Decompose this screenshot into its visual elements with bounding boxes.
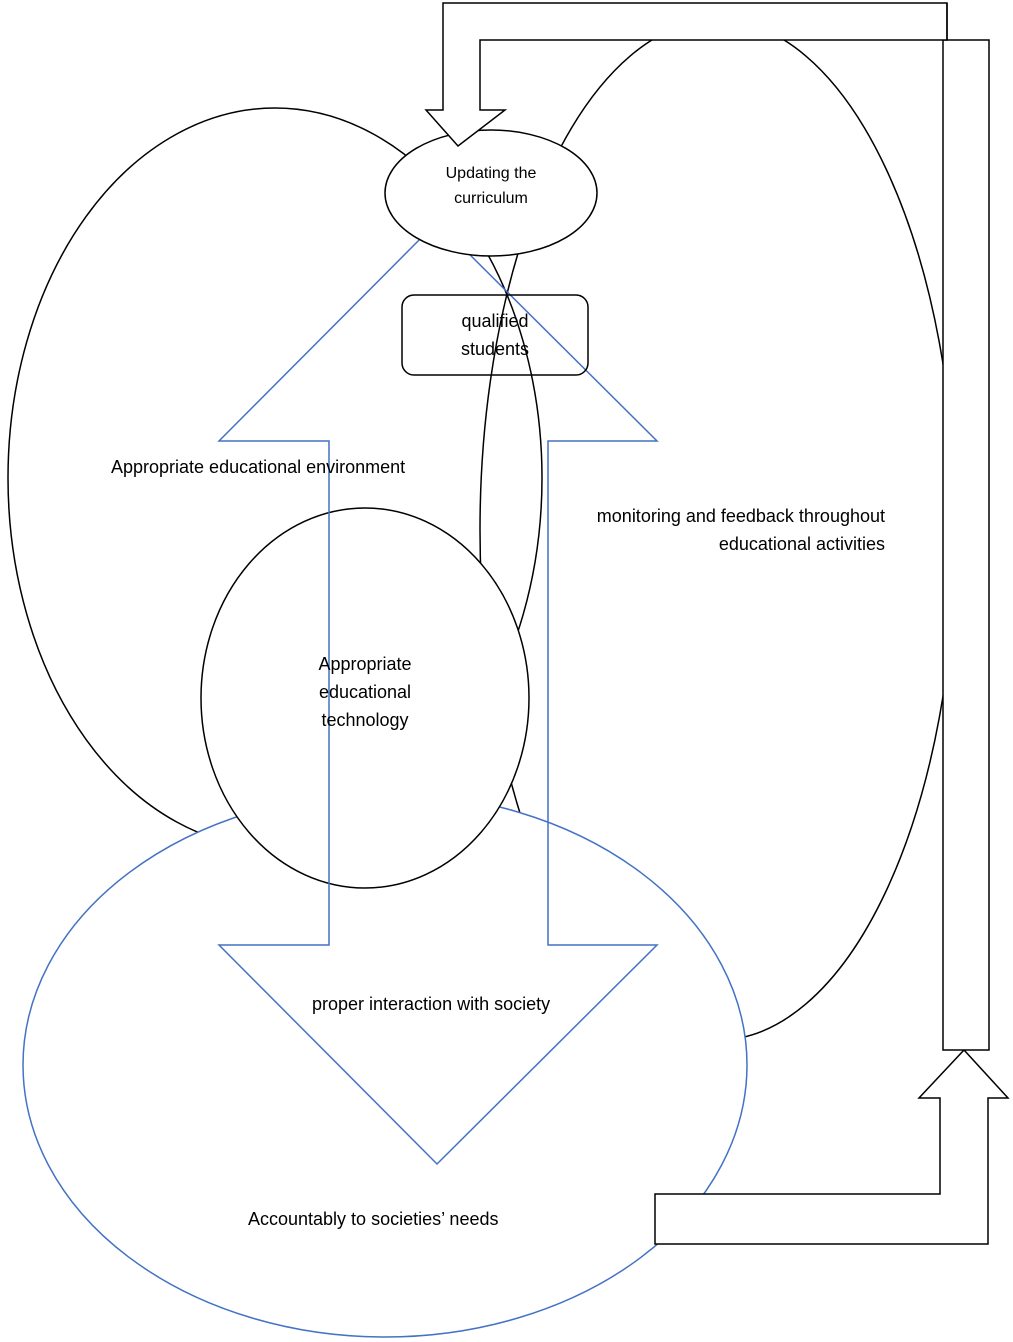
feedback-loop-arrow-top <box>424 2 948 148</box>
technology-ellipse <box>200 507 530 889</box>
feedback-loop-arrow-shaft <box>942 39 990 1051</box>
curriculum-label-line-2: curriculum <box>454 190 528 207</box>
environment-label: Appropriate educational environment <box>111 457 406 477</box>
qualified-students-box <box>401 294 589 376</box>
society-interaction-label: proper interaction with society <box>312 994 551 1014</box>
feedback-loop-arrow <box>654 1048 1010 1245</box>
curriculum-ellipse <box>384 129 598 257</box>
societies-needs-label: Accountably to societies’ needs <box>248 1209 499 1229</box>
curriculum-label: Updating the curriculum <box>411 161 571 211</box>
monitoring-label-line-2: educational activities <box>718 534 885 554</box>
double-arrow-shape <box>217 220 659 1166</box>
qualified-students-line-2: students <box>460 339 530 359</box>
curriculum-label-line-1: Updating the <box>445 165 537 182</box>
technology-label-line-2: educational <box>318 682 412 702</box>
monitoring-label-line-1: monitoring and feedback throughout <box>596 506 885 526</box>
technology-label: Appropriate educational technology <box>285 650 445 734</box>
monitoring-label: monitoring and feedback throughout educa… <box>545 502 885 558</box>
qualified-students-label: qualified students <box>425 307 565 363</box>
qualified-students-line-1: qualified <box>461 311 529 331</box>
technology-label-line-3: technology <box>321 710 409 730</box>
technology-label-line-1: Appropriate <box>318 654 412 674</box>
